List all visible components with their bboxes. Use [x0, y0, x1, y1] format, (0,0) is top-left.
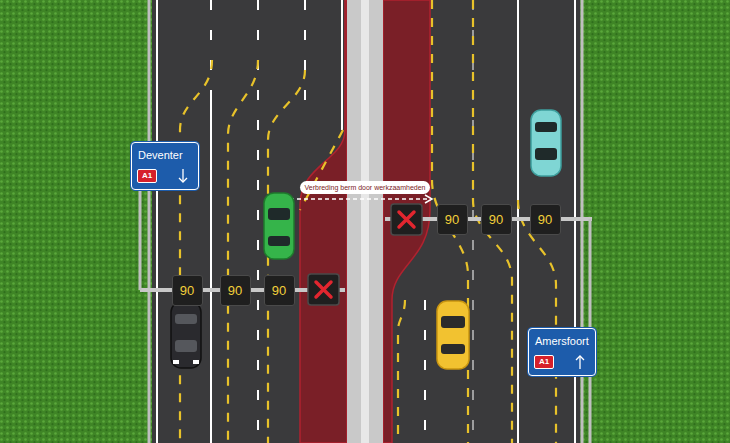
label-text: Amersfoort	[535, 335, 589, 347]
asphalt	[152, 0, 580, 443]
label-text: Verbreding berm door werkzaamheden	[304, 184, 425, 191]
label-text: 90	[445, 212, 459, 227]
sign-post	[139, 190, 142, 290]
sign-post	[589, 376, 592, 443]
car	[531, 110, 561, 176]
median	[347, 0, 383, 443]
speed-board: 90	[220, 275, 251, 306]
speed-board: 90	[437, 204, 468, 235]
label-text: 90	[489, 212, 503, 227]
speed-board: 90	[264, 275, 295, 306]
car	[171, 302, 201, 368]
label-text: 90	[228, 283, 242, 298]
label-text: 90	[272, 283, 286, 298]
guardrail	[148, 0, 151, 443]
width-arrow	[274, 195, 432, 203]
label-text: 90	[538, 212, 552, 227]
speed-board: 90	[481, 204, 512, 235]
road-number: A1	[534, 355, 554, 369]
label-text: 90	[180, 283, 194, 298]
arrow-symbol	[573, 354, 587, 370]
direction-sign: DeventerA1	[131, 142, 199, 190]
label-text: A1	[535, 356, 553, 368]
temporary-markings	[180, 0, 556, 443]
road-number: A1	[137, 169, 157, 183]
lane-closed-board	[391, 204, 422, 235]
median-barrier	[361, 0, 369, 443]
label-text: A1	[138, 170, 156, 182]
widened-shoulder	[300, 0, 347, 443]
lane-closed-board	[308, 274, 339, 305]
car	[264, 193, 294, 259]
label-text: Deventer	[138, 149, 183, 161]
direction-sign: AmersfoortA1	[528, 328, 596, 376]
car	[437, 301, 469, 369]
note-label: Verbreding berm door werkzaamheden	[300, 181, 430, 194]
speed-board: 90	[172, 275, 203, 306]
temporary-markings	[300, 130, 343, 210]
arrow-symbol	[176, 168, 190, 184]
speed-board: 90	[530, 204, 561, 235]
lane-markings	[157, 0, 575, 443]
sign-post	[589, 219, 592, 328]
guardrail	[581, 0, 584, 443]
widened-shoulder	[383, 0, 430, 443]
